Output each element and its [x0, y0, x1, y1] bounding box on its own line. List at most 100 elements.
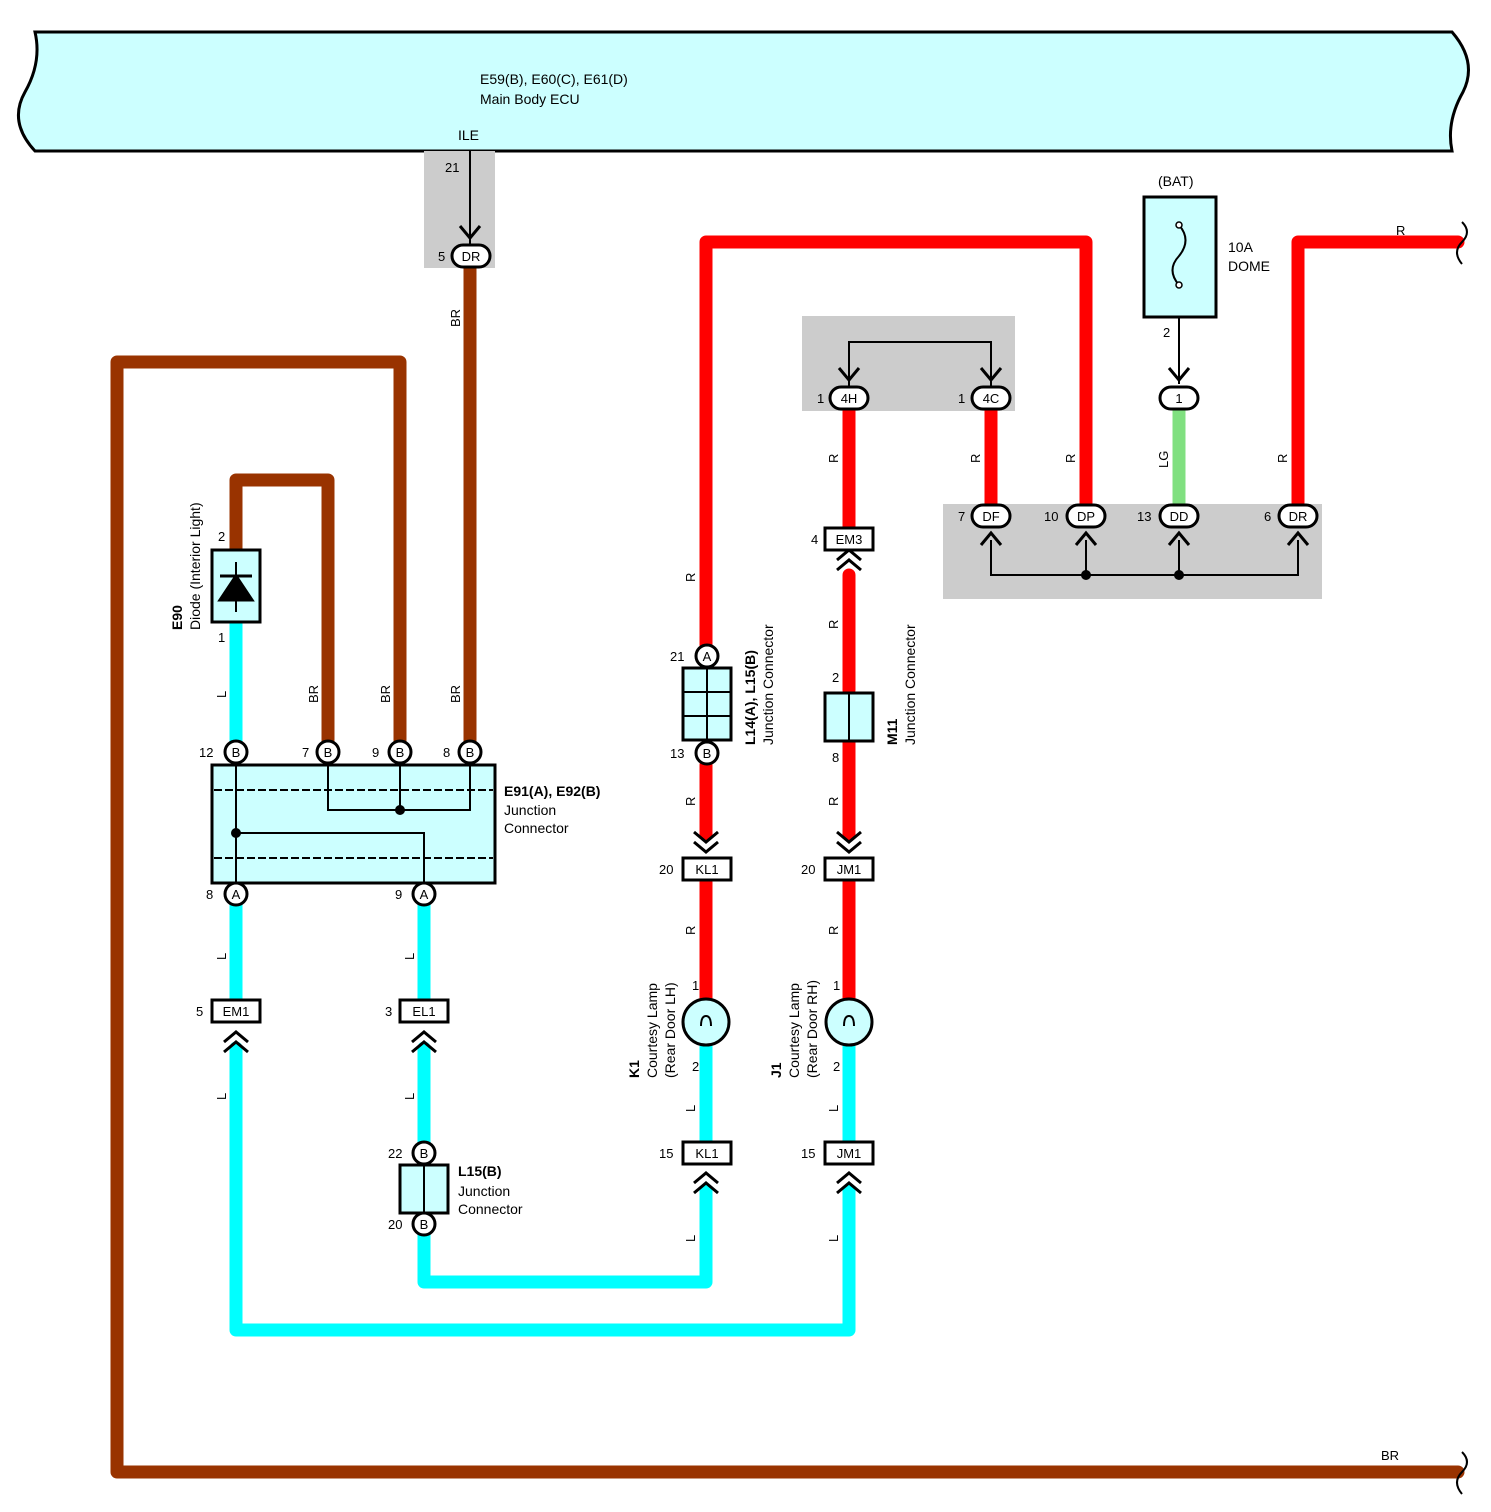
svg-text:R: R — [1275, 454, 1290, 463]
svg-text:10: 10 — [1044, 509, 1058, 524]
wire-l-em1-bottom — [229, 1041, 856, 1337]
svg-text:5: 5 — [196, 1004, 203, 1019]
svg-text:B: B — [466, 745, 475, 760]
jc-l15-title: L15(B) — [458, 1163, 502, 1179]
svg-text:BR: BR — [448, 309, 463, 327]
svg-text:2: 2 — [692, 1059, 699, 1074]
connector-em3: EM3 — [823, 526, 875, 552]
svg-text:B: B — [703, 746, 712, 761]
connector-kl1-top: KL1 — [681, 856, 733, 882]
svg-text:8: 8 — [832, 750, 839, 765]
svg-text:B: B — [232, 745, 241, 760]
svg-text:DF: DF — [982, 509, 999, 524]
svg-text:L: L — [214, 691, 229, 698]
svg-text:KL1: KL1 — [695, 1146, 718, 1161]
jc-e91-line2: Connector — [504, 820, 569, 836]
svg-text:2: 2 — [218, 529, 225, 544]
svg-text:22: 22 — [388, 1146, 402, 1161]
svg-text:R: R — [683, 797, 698, 806]
r-wires — [699, 235, 1465, 1007]
lamp-rh — [824, 997, 874, 1047]
svg-text:1: 1 — [1175, 391, 1182, 406]
svg-text:4H: 4H — [841, 391, 858, 406]
svg-text:4: 4 — [811, 532, 818, 547]
wire-labels: BR R BR R R R LG R R R L BR BR BR R R R … — [214, 223, 1405, 1463]
connector-em1: EM1 — [210, 998, 262, 1024]
bulb-icon — [700, 1014, 712, 1027]
connector-el1: EL1 — [398, 998, 450, 1024]
svg-text:9: 9 — [372, 745, 379, 760]
svg-text:JM1: JM1 — [837, 862, 862, 877]
svg-text:DP: DP — [1077, 509, 1095, 524]
br-wires — [110, 261, 1465, 1479]
pin-circle-letters: B B B B A A A B B B — [232, 649, 712, 1232]
svg-text:2: 2 — [1163, 325, 1170, 340]
svg-text:9: 9 — [395, 887, 402, 902]
diode-name: Diode (Interior Light) — [187, 502, 203, 630]
oval-dr-top: DR — [450, 243, 492, 269]
jc-e91-line1: Junction — [504, 802, 556, 818]
jc-m11-title: M11 — [884, 718, 900, 745]
svg-text:DR: DR — [462, 249, 481, 264]
wire-end-marks — [1456, 221, 1468, 1495]
svg-text:L: L — [214, 1093, 229, 1100]
svg-text:1: 1 — [692, 978, 699, 993]
jc-l15-line1: Junction — [458, 1183, 510, 1199]
svg-text:1: 1 — [958, 391, 965, 406]
svg-text:R: R — [826, 797, 841, 806]
lamp-lh — [681, 997, 731, 1047]
junction-connector-e91 — [210, 763, 497, 885]
oval-4c: 4C — [970, 385, 1012, 411]
connector-kl1-bottom: KL1 — [681, 1140, 733, 1166]
oval-1: 1 — [1158, 385, 1200, 411]
ecu-terminal-ile: ILE — [458, 127, 479, 143]
svg-text:KL1: KL1 — [695, 862, 718, 877]
svg-text:A: A — [703, 649, 712, 664]
wire-r-dr-out — [1291, 235, 1465, 512]
svg-text:L: L — [402, 1093, 417, 1100]
svg-text:2: 2 — [832, 670, 839, 685]
oval-dp: DP — [1065, 503, 1107, 529]
jc-e91-title: E91(A), E92(B) — [504, 783, 600, 799]
lamp-rh-code: J1 — [768, 1062, 784, 1078]
svg-text:B: B — [396, 745, 405, 760]
svg-text:6: 6 — [1264, 509, 1271, 524]
svg-text:A: A — [420, 887, 429, 902]
connector-jm1-top: JM1 — [823, 856, 875, 882]
oval-dd: DD — [1158, 503, 1200, 529]
svg-text:BR: BR — [306, 685, 321, 703]
svg-text:7: 7 — [958, 509, 965, 524]
fuse-dome — [1142, 195, 1218, 319]
diode-code: E90 — [169, 605, 185, 630]
lamp-lh-line2: (Rear Door LH) — [662, 982, 678, 1078]
svg-text:15: 15 — [659, 1146, 673, 1161]
svg-text:EM3: EM3 — [836, 532, 863, 547]
fuse-source: (BAT) — [1158, 173, 1194, 189]
lamp-rh-line1: Courtesy Lamp — [786, 983, 802, 1078]
svg-text:20: 20 — [659, 862, 673, 877]
svg-text:B: B — [420, 1146, 429, 1161]
oval-4h: 4H — [828, 385, 870, 411]
svg-text:R: R — [968, 454, 983, 463]
svg-text:8: 8 — [443, 745, 450, 760]
svg-text:DR: DR — [1289, 509, 1308, 524]
svg-text:A: A — [232, 887, 241, 902]
svg-text:15: 15 — [801, 1146, 815, 1161]
ecu-subtitle: Main Body ECU — [480, 91, 580, 107]
svg-text:B: B — [324, 745, 333, 760]
ecu-title: E59(B), E60(C), E61(D) — [480, 71, 628, 87]
signal-lines — [469, 151, 1299, 576]
pin-numbers: 21 5 2 1 1 7 10 13 6 4 2 8 21 13 2 1 12 … — [196, 160, 1271, 1232]
fuse-name: DOME — [1228, 258, 1270, 274]
jc-m11-sub: Junction Connector — [902, 624, 918, 745]
connector-jm1-bottom: JM1 — [823, 1140, 875, 1166]
svg-text:BR: BR — [448, 685, 463, 703]
svg-text:R: R — [683, 926, 698, 935]
svg-text:L: L — [683, 1235, 698, 1242]
svg-text:BR: BR — [378, 685, 393, 703]
jc-l15-line2: Connector — [458, 1201, 523, 1217]
lamp-lh-code: K1 — [626, 1060, 642, 1078]
svg-text:20: 20 — [801, 862, 815, 877]
pin-circles — [223, 643, 720, 1237]
